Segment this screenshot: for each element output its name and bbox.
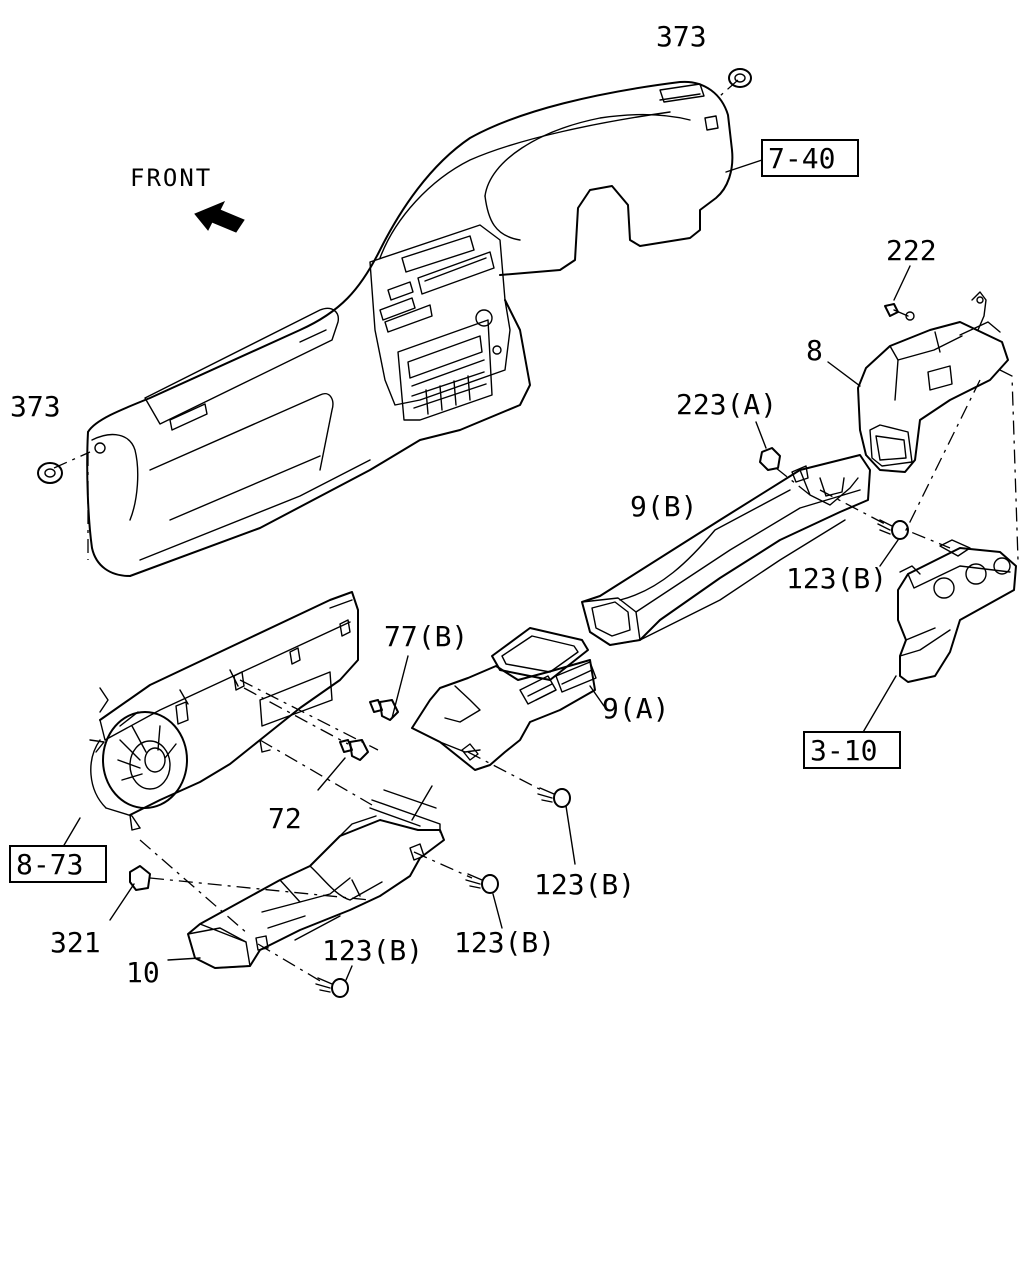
label-321: 321 xyxy=(50,926,101,959)
instrument-panel xyxy=(86,80,734,577)
duct-9b xyxy=(581,454,871,646)
label-123b-mid: 123(B) xyxy=(534,868,635,901)
duct-8 xyxy=(857,291,1009,473)
label-8-73: 8-73 xyxy=(16,848,83,881)
component-3-10 xyxy=(897,539,1017,683)
clip-321 xyxy=(129,865,151,891)
grommet-373-top xyxy=(728,68,752,88)
label-9b: 9(B) xyxy=(630,490,697,523)
front-label: FRONT xyxy=(130,164,212,192)
clip-222 xyxy=(884,303,915,321)
label-8: 8 xyxy=(806,334,823,367)
label-72: 72 xyxy=(268,802,302,835)
bolt-72 xyxy=(339,739,369,761)
label-123b-bottom: 123(B) xyxy=(322,934,423,967)
blower-assembly-8-73 xyxy=(89,591,359,831)
label-77b: 77(B) xyxy=(384,620,468,653)
label-222: 222 xyxy=(886,234,937,267)
label-123b-low: 123(B) xyxy=(454,926,555,959)
ref-box-7-40 xyxy=(761,139,859,177)
grommet-373-left xyxy=(37,462,63,484)
screw-123b-bottom xyxy=(315,977,349,998)
label-373-top: 373 xyxy=(656,20,707,53)
front-arrow-icon xyxy=(194,201,245,233)
label-7-40: 7-40 xyxy=(768,142,835,175)
label-223a: 223(A) xyxy=(676,388,777,421)
ref-box-3-10 xyxy=(803,731,901,769)
label-123b-right: 123(B) xyxy=(786,562,887,595)
clip-223a xyxy=(759,447,781,471)
ref-box-8-73 xyxy=(9,845,107,883)
bolt-77b xyxy=(369,699,399,721)
label-9a: 9(A) xyxy=(602,692,669,725)
duct-10 xyxy=(187,789,445,969)
label-3-10: 3-10 xyxy=(810,734,877,767)
screw-123b-mid xyxy=(537,787,571,808)
label-373-left: 373 xyxy=(10,390,61,423)
label-10: 10 xyxy=(126,956,160,989)
duct-9a xyxy=(411,627,597,771)
screw-123b-low xyxy=(465,873,499,894)
screw-123b-right xyxy=(877,519,909,540)
